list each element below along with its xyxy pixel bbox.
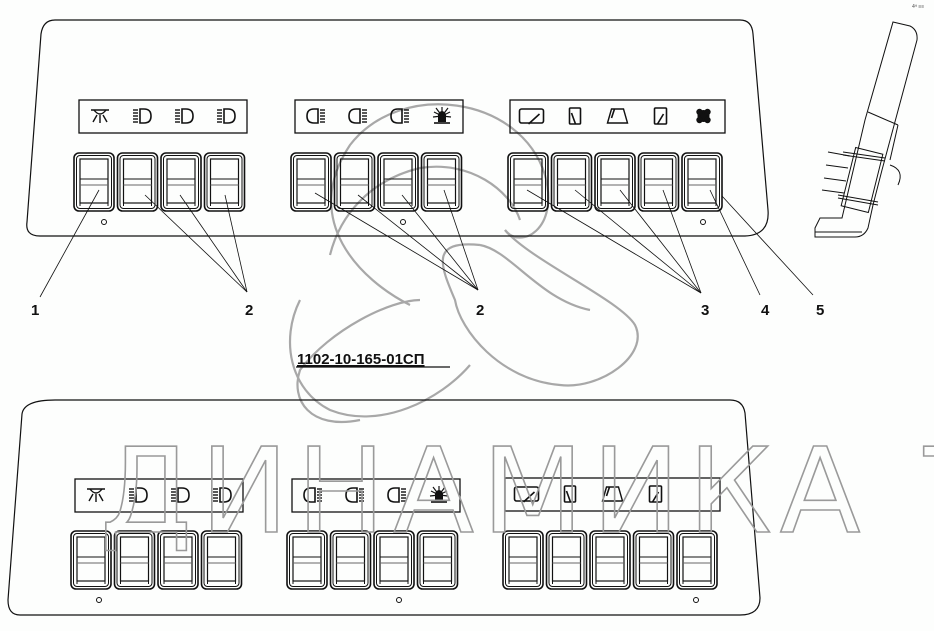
indicator-lamp bbox=[101, 219, 107, 225]
callout-1: 1 bbox=[31, 302, 39, 319]
rear-window-wiper-icon bbox=[606, 108, 629, 124]
top-legend-icons bbox=[91, 107, 711, 125]
rear-light-icon bbox=[390, 108, 409, 124]
callout-2: 2 bbox=[245, 302, 253, 319]
callout-3: 3 bbox=[701, 302, 709, 319]
watermark-text: ДИНАМИКА 76 bbox=[100, 422, 934, 560]
indicator-lamp bbox=[400, 219, 406, 225]
rocker-switch[interactable] bbox=[290, 152, 332, 212]
door-window-wiper-icon bbox=[648, 485, 663, 503]
corner-mark: 4ᴴ ≡≡ bbox=[912, 4, 924, 10]
rear-window-wiper-icon bbox=[601, 486, 624, 502]
rocker-switch[interactable] bbox=[550, 152, 593, 212]
indicator-lamp bbox=[396, 597, 402, 603]
rear-light-icon bbox=[306, 108, 325, 124]
headlight-icon bbox=[133, 108, 152, 124]
windshield-wiper-icon bbox=[518, 108, 545, 125]
windshield-wiper-icon bbox=[513, 486, 540, 503]
interior-light-icon bbox=[87, 488, 105, 502]
headlight-icon bbox=[171, 487, 190, 503]
rocker-switch[interactable] bbox=[420, 152, 463, 212]
door-window-wiper-icon bbox=[653, 107, 668, 125]
rocker-switch[interactable] bbox=[594, 152, 636, 212]
side-window-wiper-icon bbox=[568, 107, 582, 125]
callout-4: 4 bbox=[761, 302, 770, 319]
headlight-icon bbox=[217, 108, 236, 124]
beacon-icon bbox=[432, 107, 452, 124]
drawing-title: 1102-10-165-01СП bbox=[297, 351, 425, 368]
callout-5: 5 bbox=[816, 302, 824, 319]
bottom-panel bbox=[7, 399, 761, 616]
interior-light-icon bbox=[91, 109, 109, 123]
beacon-icon bbox=[429, 486, 449, 503]
leader-lines bbox=[39, 189, 814, 298]
rocker-switch[interactable] bbox=[160, 152, 202, 212]
rear-light-icon bbox=[303, 487, 322, 503]
indicator-lamp bbox=[693, 597, 699, 603]
rocker-switch[interactable] bbox=[116, 152, 159, 212]
rocker-switch[interactable] bbox=[377, 152, 419, 212]
headlight-icon bbox=[129, 487, 148, 503]
rocker-switch[interactable] bbox=[73, 152, 115, 212]
rocker-switch[interactable] bbox=[333, 152, 376, 212]
bottom-legend-icons bbox=[87, 485, 663, 503]
side-window-wiper-icon bbox=[563, 485, 577, 503]
switch-side-view bbox=[814, 21, 918, 238]
rocker-switch[interactable] bbox=[507, 152, 549, 212]
top-switch-row bbox=[73, 152, 723, 212]
indicator-lamp bbox=[96, 597, 102, 603]
rear-light-icon bbox=[348, 108, 367, 124]
watermark-logo bbox=[288, 103, 639, 423]
headlight-icon bbox=[213, 487, 232, 503]
headlight-icon bbox=[175, 108, 194, 124]
rear-light-icon bbox=[345, 487, 364, 503]
rocker-switch[interactable] bbox=[203, 152, 246, 212]
rear-light-icon bbox=[387, 487, 406, 503]
top-panel bbox=[26, 19, 769, 237]
callout-2b: 2 bbox=[476, 302, 484, 319]
fan-icon bbox=[696, 108, 711, 124]
indicator-lamp bbox=[700, 219, 706, 225]
rocker-switch[interactable] bbox=[637, 152, 680, 212]
